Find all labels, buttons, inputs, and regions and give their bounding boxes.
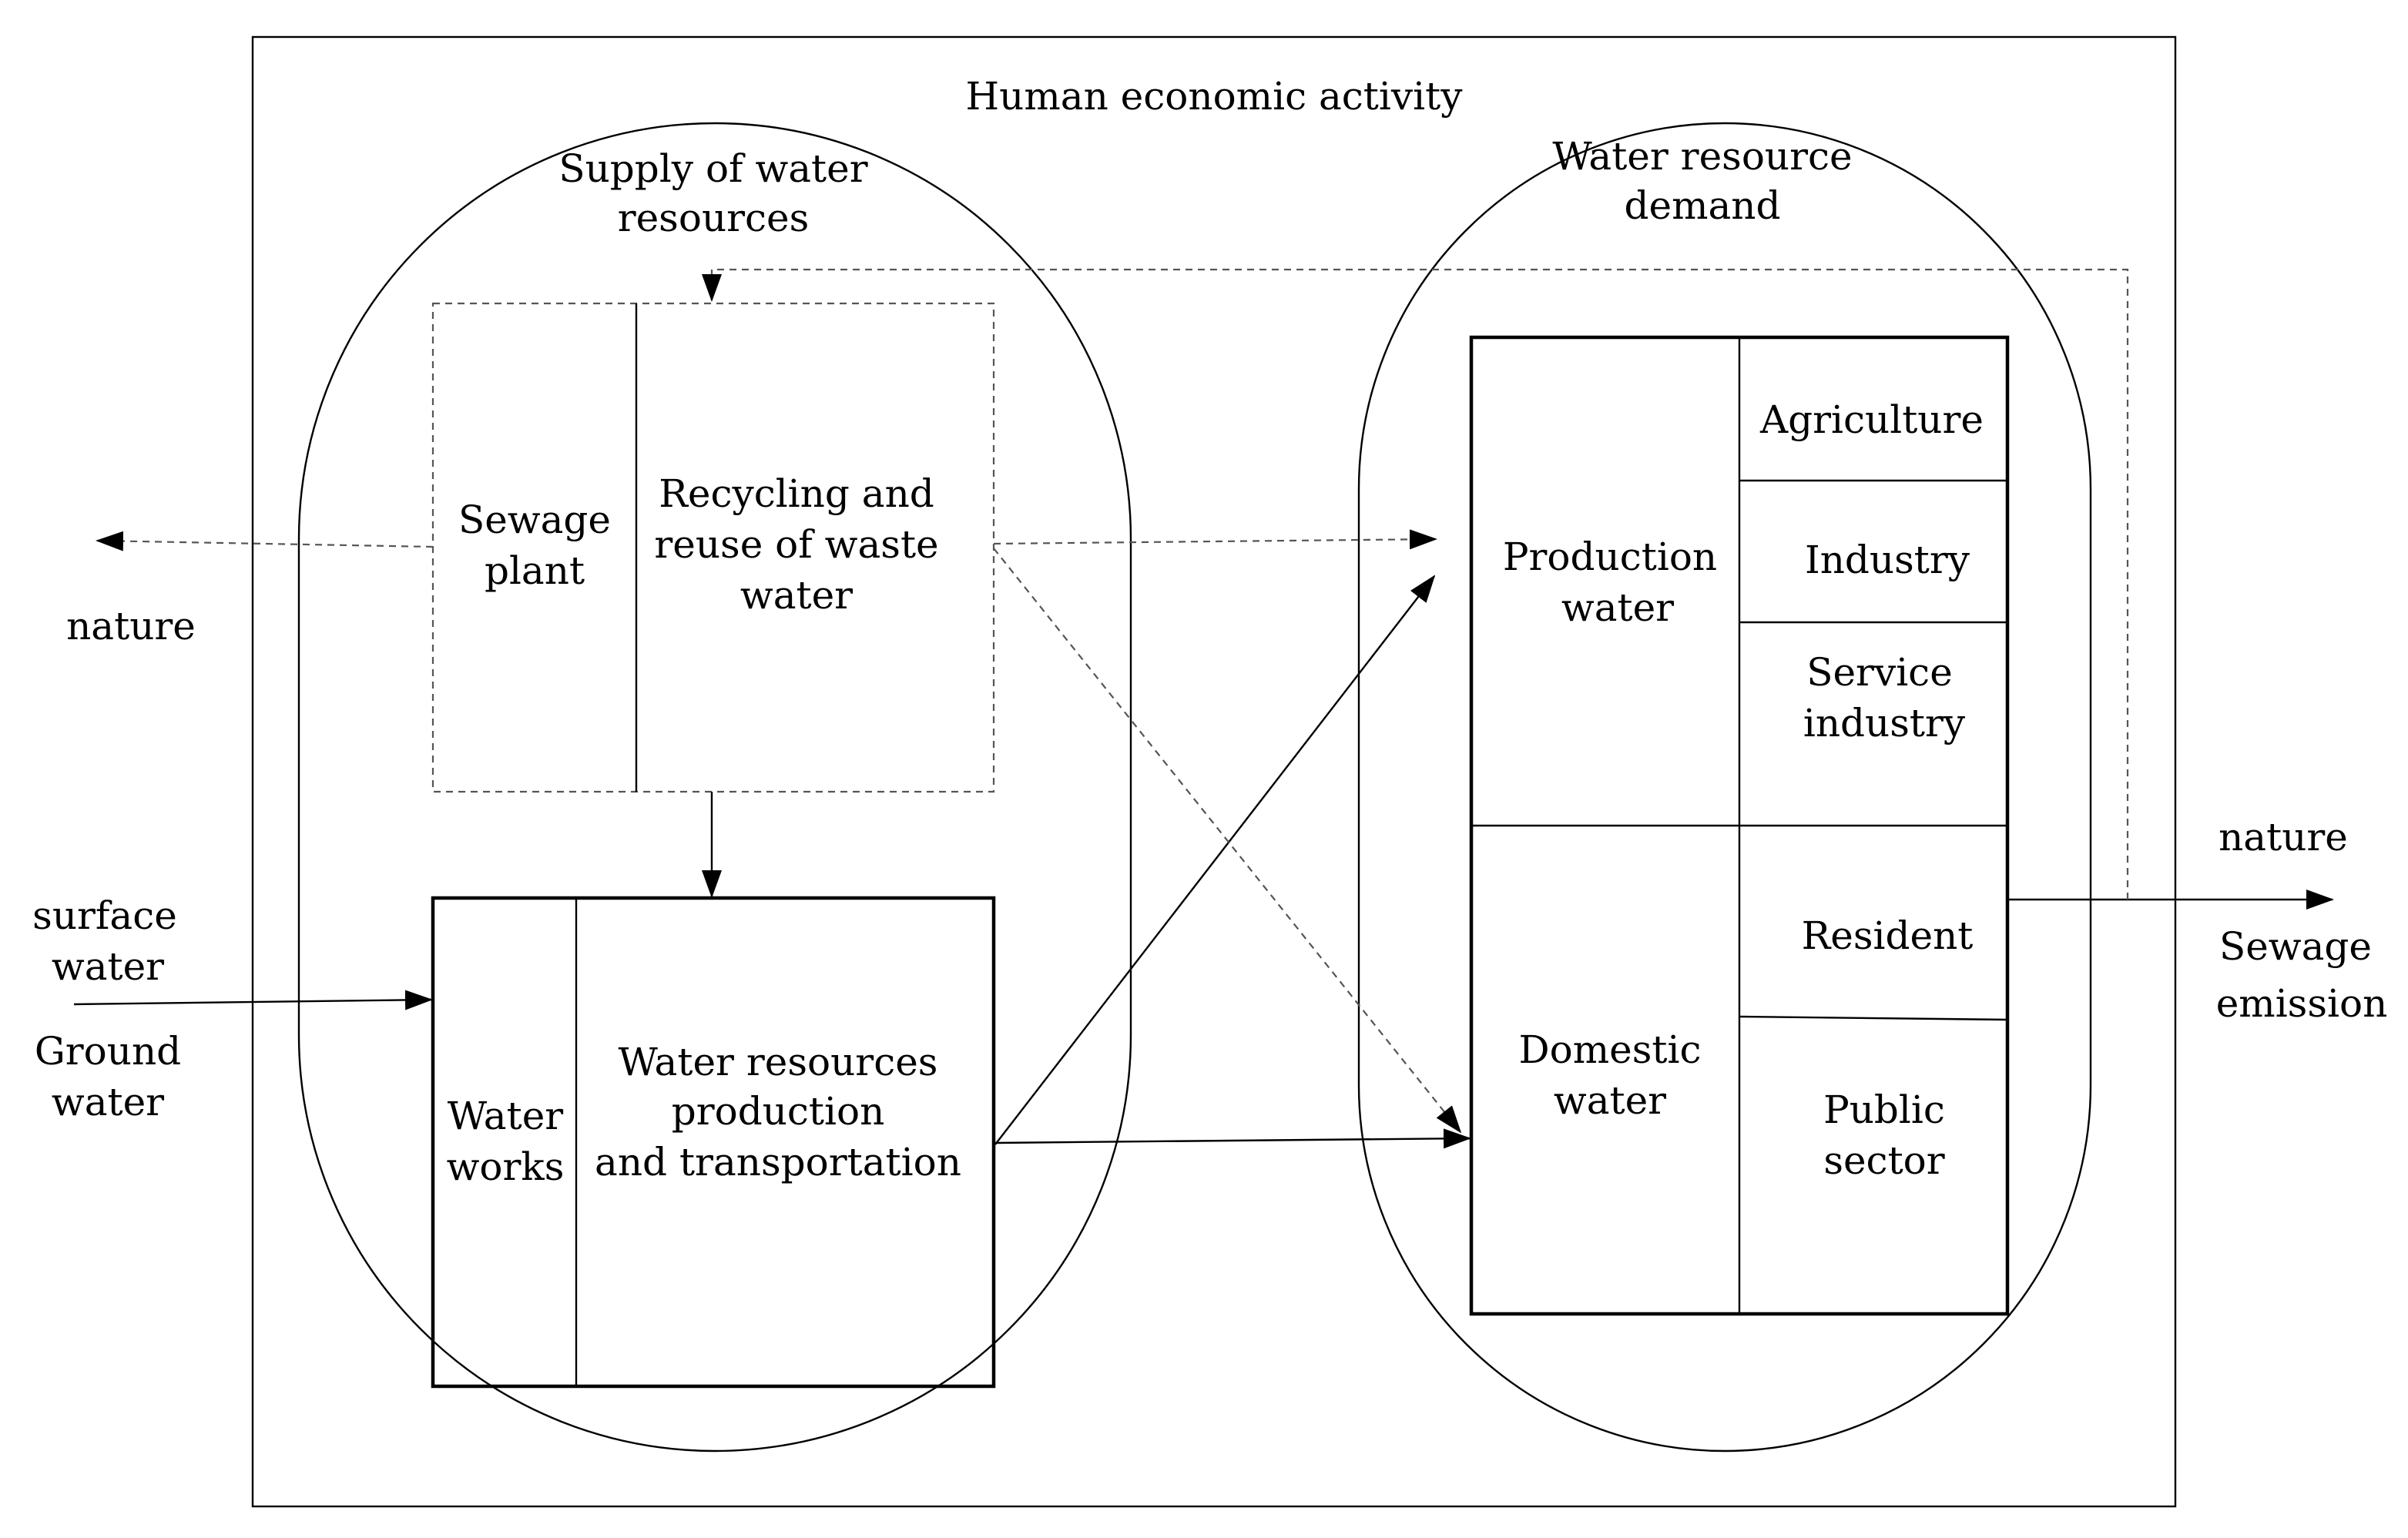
recycling-line2: reuse of waste bbox=[654, 522, 938, 567]
sewage-plant-line2: plant bbox=[485, 548, 585, 593]
recycling-line3: water bbox=[740, 573, 853, 618]
ground-water-line2: water bbox=[52, 1080, 164, 1124]
production-to-production-water-arrow bbox=[994, 575, 1436, 1145]
production-line1: Water resources bbox=[619, 1040, 938, 1084]
public-sector-line1: Public bbox=[1823, 1087, 1945, 1132]
recycling-to-domestic-water-arrow bbox=[993, 548, 1462, 1134]
recycling-to-production-water-arrow bbox=[993, 529, 1437, 550]
water-works-line1: Water bbox=[448, 1094, 564, 1138]
agriculture-label: Agriculture bbox=[1759, 397, 1984, 442]
water-works-line2: works bbox=[447, 1144, 565, 1189]
production-to-domestic-water-arrow bbox=[994, 1128, 1471, 1149]
nature-right-label: nature bbox=[2219, 815, 2348, 859]
surface-water-line1: surface bbox=[32, 893, 177, 938]
human-economic-activity-frame bbox=[251, 35, 2177, 1508]
supply-ellipse bbox=[297, 122, 1132, 1453]
surface-water-line2: water bbox=[52, 944, 164, 989]
supply-title-line2: resources bbox=[618, 196, 810, 240]
public-sector-line2: sector bbox=[1823, 1138, 1944, 1183]
production-water-line2: water bbox=[1561, 585, 1674, 630]
human-economic-activity-title: Human economic activity bbox=[966, 74, 1464, 119]
service-industry-line2: industry bbox=[1803, 701, 1966, 746]
water-works-box bbox=[431, 896, 996, 1389]
domestic-water-line1: Domestic bbox=[1519, 1027, 1702, 1072]
sewage-to-nature-arrow bbox=[96, 531, 434, 551]
service-industry-line1: Service bbox=[1806, 650, 1953, 695]
demand-title-line1: Water resource bbox=[1552, 134, 1852, 179]
water-inflow-arrow bbox=[73, 990, 433, 1010]
recycling-line1: Recycling and bbox=[659, 471, 934, 516]
nature-left-label: nature bbox=[66, 604, 196, 648]
ground-water-line1: Ground bbox=[35, 1029, 181, 1074]
production-water-line1: Production bbox=[1503, 534, 1717, 579]
sewage-plant-line1: Sewage bbox=[458, 498, 611, 542]
resident-divider bbox=[1739, 1015, 2008, 1021]
sewage-emission-line2: emission bbox=[2216, 981, 2388, 1026]
sewage-emission-line1: Sewage bbox=[2219, 924, 2372, 969]
domestic-water-line2: water bbox=[1554, 1078, 1666, 1123]
demand-title-line2: demand bbox=[1624, 183, 1780, 228]
sewage-return-feedback-arrow bbox=[702, 268, 2129, 900]
production-line2: production bbox=[672, 1089, 885, 1134]
sewage-recycling-box bbox=[431, 302, 995, 793]
resident-label: Resident bbox=[1802, 913, 1974, 958]
industry-label: Industry bbox=[1805, 538, 1970, 582]
demand-ellipse bbox=[1357, 122, 2092, 1453]
supply-title-line1: Supply of water bbox=[558, 146, 867, 191]
production-line3: and transportation bbox=[595, 1140, 961, 1184]
